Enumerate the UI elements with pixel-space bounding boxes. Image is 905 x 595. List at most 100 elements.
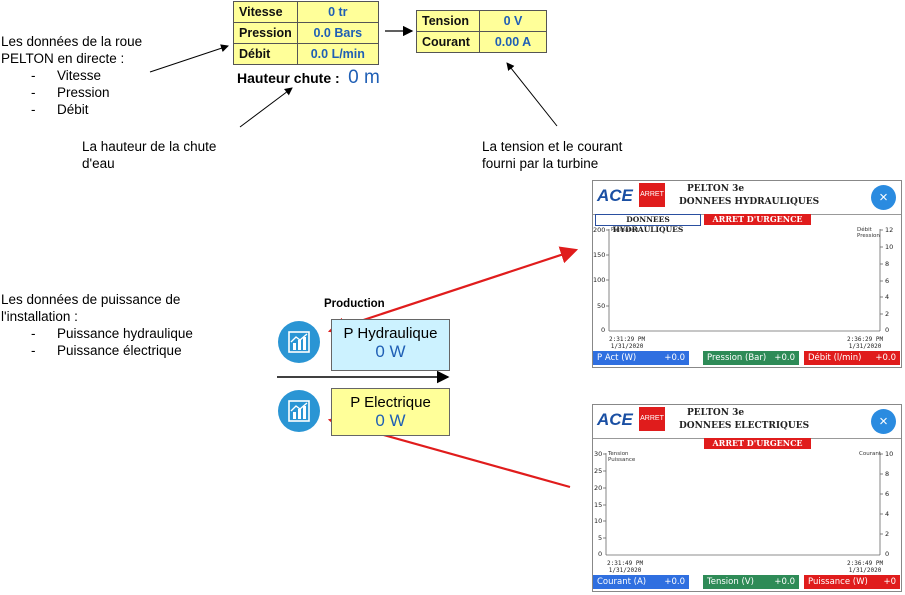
left-tick: 150	[593, 251, 606, 259]
hauteur-value: 0 m	[348, 67, 380, 88]
right-tick: 4	[885, 293, 890, 301]
production-title: Production	[324, 298, 385, 310]
p-electrique-value: 0 W	[375, 411, 406, 430]
arret-badge: ARRET	[639, 407, 665, 431]
plot-frame	[606, 229, 883, 332]
right-tick: 2	[885, 530, 890, 538]
hauteur-chute: Hauteur chute : 0 m	[237, 67, 380, 89]
puissance-list: -Puissance hydraulique -Puissance électr…	[31, 325, 231, 359]
intro-list: -Vitesse -Pression -Débit	[31, 67, 221, 118]
status-courant: Courant (A)+0.0	[593, 575, 689, 589]
right-axis-label-1: Débit	[857, 227, 872, 233]
left-tick: 25	[594, 467, 603, 475]
note-tension-line-2: fourni par la turbine	[482, 156, 599, 171]
debit-value: 0.0 L/min	[296, 43, 379, 65]
left-tick: 20	[594, 484, 603, 492]
right-tick: 6	[885, 490, 890, 498]
table-row: Pression 0.0 Bars	[233, 22, 379, 44]
plot-area: Puissance Débit Pression 200 150 100 50 …	[593, 226, 901, 363]
panel-title: PELTON 3e DONNEES ELECTRIQUES	[679, 407, 809, 431]
tension-label: Tension	[416, 10, 480, 32]
list-item: -Puissance hydraulique	[31, 326, 193, 341]
list-item: -Pression	[31, 85, 110, 100]
left-tick: 100	[593, 276, 606, 284]
left-tick: 10	[594, 517, 603, 525]
left-axis-label-2: Puissance	[608, 457, 636, 463]
list-item: -Vitesse	[31, 68, 102, 83]
left-tick: 200	[593, 226, 606, 234]
table-row: Tension 0 V	[416, 10, 547, 32]
status-debit: Débit (l/min)+0.0	[804, 351, 900, 365]
right-axis-label: Courant	[859, 451, 881, 457]
tab-donnees-hydrauliques[interactable]: DONNEES HYDRAULIQUES	[595, 214, 701, 234]
hauteur-label: Hauteur chute :	[237, 70, 340, 86]
puissance-intro-line-2: l'installation :	[1, 309, 78, 324]
note-tension-line-1: La tension et le courant	[482, 139, 623, 154]
courant-label: Courant	[416, 31, 480, 53]
p-hydraulique-box: P Hydraulique 0 W	[331, 319, 450, 371]
left-tick: 0	[601, 326, 606, 334]
debit-label: Débit	[233, 43, 298, 65]
status-pression: Pression (Bar)+0.0	[703, 351, 799, 365]
arret-badge: ARRET	[639, 183, 665, 207]
alarm-arret-urgence[interactable]: ARRET D'URGENCE	[704, 214, 811, 225]
list-item: -Puissance électrique	[31, 343, 182, 358]
panel-electrique: ACE ARRET PELTON 3e DONNEES ELECTRIQUES …	[592, 404, 902, 592]
close-button[interactable]: ×	[871, 409, 896, 434]
plot-area: Tension Puissance Courant 30 25 20 15 10…	[593, 450, 901, 587]
table-row: Débit 0.0 L/min	[233, 43, 379, 65]
left-axis-label: Puissance	[611, 227, 639, 233]
arrow-intro-to-table	[149, 44, 229, 73]
panel-header: ACE ARRET PELTON 3e DONNEES ELECTRIQUES …	[593, 405, 901, 439]
p-hydraulique-label: P Hydraulique	[343, 325, 438, 342]
note-hauteur: La hauteur de la chute d'eau	[82, 138, 216, 172]
note-tension: La tension et le courant fourni par la t…	[482, 138, 622, 172]
left-tick: 5	[598, 534, 603, 542]
table-row: Courant 0.00 A	[416, 31, 547, 53]
panel-hydraulique: ACE ARRET PELTON 3e DONNEES HYDRAULIQUES…	[592, 180, 902, 368]
puissance-intro-line-1: Les données de puissance de	[1, 292, 181, 307]
p-electrique-label: P Electrique	[350, 394, 431, 411]
intro-line-1: Les données de la roue	[1, 34, 143, 49]
table-row: Vitesse 0 tr	[233, 1, 379, 23]
right-tick: 10	[885, 450, 894, 458]
arrow-red-hydro	[327, 246, 579, 335]
ace-logo: ACE	[597, 186, 633, 205]
panel-title: PELTON 3e DONNEES HYDRAULIQUES	[679, 183, 819, 207]
status-p-act: P Act (W)+0.0	[593, 351, 689, 365]
p-hydraulique-value: 0 W	[375, 342, 406, 361]
left-tick: 50	[597, 302, 606, 310]
right-tick: 2	[885, 310, 890, 318]
chart-button-hydraulique[interactable]	[278, 321, 320, 363]
panel-title-1: PELTON 3e	[687, 184, 745, 194]
right-tick: 0	[885, 550, 890, 558]
note-hauteur-line-2: d'eau	[82, 156, 115, 171]
vitesse-label: Vitesse	[233, 1, 298, 23]
measure-table: Vitesse 0 tr Pression 0.0 Bars Débit 0.0…	[233, 1, 379, 65]
right-tick: 4	[885, 510, 890, 518]
chart-button-electrique[interactable]	[278, 390, 320, 432]
left-tick: 30	[594, 450, 603, 458]
plot-frame	[603, 453, 883, 556]
puissance-intro: Les données de puissance de l'installati…	[1, 291, 231, 359]
ace-logo: ACE	[597, 410, 633, 429]
status-puissance: Puissance (W)+0	[804, 575, 900, 589]
courant-value: 0.00 A	[479, 31, 547, 53]
left-axis-label-1: Tension	[608, 451, 629, 457]
right-tick: 0	[885, 326, 890, 334]
panel-title-2: DONNEES ELECTRIQUES	[679, 421, 810, 431]
right-tick: 6	[885, 277, 890, 285]
right-tick: 8	[885, 260, 890, 268]
arrow-note-to-electric	[506, 62, 558, 127]
list-item: -Débit	[31, 102, 89, 117]
close-button[interactable]: ×	[871, 185, 896, 210]
vitesse-value: 0 tr	[296, 1, 379, 23]
chart-icon	[288, 331, 310, 353]
intro-text: Les données de la roue PELTON en directe…	[1, 33, 221, 118]
alarm-arret-urgence[interactable]: ARRET D'URGENCE	[704, 438, 811, 449]
panel-title-2: DONNEES HYDRAULIQUES	[679, 197, 820, 207]
electric-table: Tension 0 V Courant 0.00 A	[416, 10, 547, 53]
